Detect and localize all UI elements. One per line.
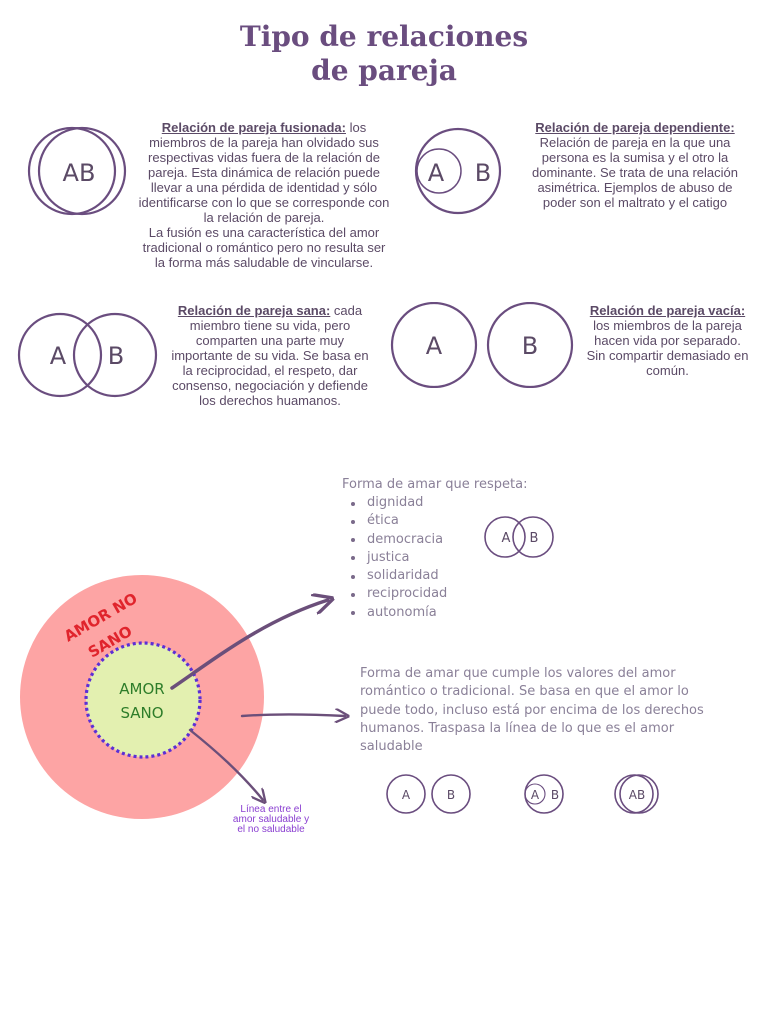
empty-circle-b	[486, 302, 574, 388]
dependent-small-label-b: B	[551, 788, 559, 802]
healthy-circle-b	[72, 312, 158, 398]
value-item: justica	[342, 549, 572, 567]
empty-circle-a	[390, 302, 478, 388]
line-note-2: amor saludable y	[232, 814, 310, 825]
fusion-small-circle-b	[619, 774, 659, 814]
healthy-small-diagram: A B	[484, 516, 554, 558]
healthy-description: Relación de pareja sana: cada miembro ti…	[165, 303, 375, 408]
empty-small-label-b: B	[447, 788, 455, 802]
dependent-small-inner	[524, 783, 546, 805]
small-label-b: B	[530, 531, 539, 546]
dependent-text: Relación de pareja en la que una persona…	[532, 135, 738, 210]
dependent-circle-inner	[416, 148, 462, 194]
dependent-label-b: B	[475, 159, 491, 187]
healthy-values-block: Forma de amar que respeta: dignidad étic…	[342, 476, 572, 622]
empty-text: los miembros de la pareja hacen vida por…	[586, 318, 749, 378]
fusion-text: los miembros de la pareja han olvidado s…	[138, 120, 390, 225]
healthy-label-a: A	[50, 342, 67, 370]
title-line-2: de pareja	[311, 54, 457, 87]
line-note-3: el no saludable	[237, 824, 305, 835]
fusion-description: Relación de pareja fusionada: los miembr…	[138, 120, 390, 270]
fusion-text-2: La fusión es una característica del amor…	[142, 225, 386, 270]
dependent-label-a: A	[428, 159, 445, 187]
dependent-diagram: A B	[414, 127, 502, 215]
empty-description: Relación de pareja vacía: los miembros d…	[585, 303, 750, 378]
healthy-circle-a	[17, 312, 103, 398]
dependent-small-label-a: A	[531, 788, 540, 802]
healthy-label-b: B	[108, 342, 124, 370]
healthy-values-intro: Forma de amar que respeta:	[342, 477, 528, 492]
arrow-to-unhealthy-text	[240, 715, 345, 717]
healthy-heading: Relación de pareja sana:	[177, 303, 331, 318]
empty-heading: Relación de pareja vacía:	[589, 303, 746, 318]
empty-label-a: A	[426, 332, 443, 360]
small-circle-a	[484, 516, 526, 558]
fusion-label: AB	[63, 159, 96, 187]
empty-small-label-a: A	[402, 788, 411, 802]
fusion-small-label: AB	[629, 788, 645, 802]
value-item: democracia	[342, 531, 572, 549]
healthy-text: cada miembro tiene su vida, pero compart…	[171, 303, 369, 408]
value-item: solidaridad	[342, 567, 572, 585]
arrow-to-line-note	[188, 728, 263, 800]
title-line-1: Tipo de relaciones	[239, 20, 529, 53]
dependent-heading: Relación de pareja dependiente:	[535, 120, 735, 135]
empty-label-b: B	[522, 332, 538, 360]
page-title: Tipo de relaciones de pareja	[0, 20, 768, 88]
love-diagram: AMOR NO SANO AMOR SANO	[20, 575, 360, 819]
value-item: reciprocidad	[342, 585, 572, 603]
line-note-1: Línea entre el	[240, 804, 302, 815]
value-item: dignidad	[342, 494, 572, 512]
value-item: ética	[342, 512, 572, 530]
empty-small-circle-a	[386, 774, 426, 814]
fusion-heading: Relación de pareja fusionada:	[161, 120, 346, 135]
healthy-love-circle	[84, 641, 202, 759]
empty-diagram: A B	[390, 302, 574, 388]
healthy-love-label-2: SANO	[120, 704, 163, 722]
empty-small-circle-b	[431, 774, 471, 814]
fusion-circle-b	[37, 126, 127, 216]
healthy-love-label-1: AMOR	[119, 680, 164, 698]
small-circle-b	[512, 516, 554, 558]
fusion-circle-a	[27, 126, 117, 216]
small-label-a: A	[502, 531, 511, 546]
fusion-diagram: AB	[27, 126, 127, 216]
unhealthy-diagrams: A B A B AB	[386, 774, 659, 814]
unhealthy-text: Forma de amar que cumple los valores del…	[360, 666, 704, 755]
line-note: Línea entre el amor saludable y el no sa…	[218, 805, 324, 835]
dependent-description: Relación de pareja dependiente: Relación…	[520, 120, 750, 210]
healthy-values-list: dignidad ética democracia justica solida…	[342, 494, 572, 622]
arrow-to-values	[170, 600, 328, 690]
value-item: autonomía	[342, 604, 572, 622]
healthy-diagram: A B	[17, 312, 158, 398]
dependent-circle-outer	[414, 127, 502, 215]
